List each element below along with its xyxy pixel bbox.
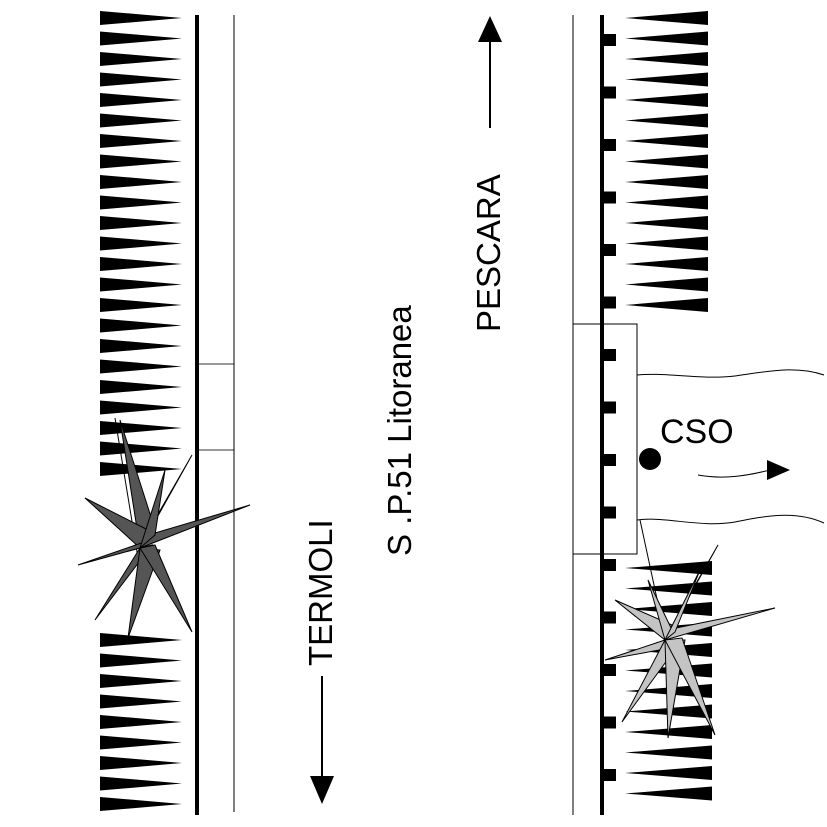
vegetation-spike — [100, 400, 182, 415]
flow-arrow-head — [767, 460, 790, 480]
fence-post — [600, 769, 616, 781]
pescara-arrow-head — [478, 16, 502, 42]
vegetation-spike — [625, 745, 712, 760]
vegetation-spike — [100, 380, 182, 394]
vegetation-spike — [100, 134, 182, 148]
vegetation-spike — [100, 195, 182, 210]
vegetation-spike — [625, 134, 708, 148]
vegetation-spike — [625, 277, 708, 292]
vegetation-spike — [100, 236, 182, 251]
vegetation-spike — [100, 694, 182, 709]
termoli-arrow-head — [310, 776, 334, 804]
road-name-label: S .P.51 Litoranea — [381, 305, 418, 556]
vegetation-spike — [100, 797, 182, 811]
left-vegetation-upper — [100, 11, 182, 476]
vegetation-spike — [625, 257, 708, 271]
fence-post — [600, 506, 616, 519]
left-vegetation-lower — [100, 633, 182, 811]
vegetation-spike — [100, 421, 182, 435]
vegetation-spike — [100, 776, 182, 791]
fence-post — [600, 349, 616, 361]
vegetation-spike — [100, 715, 182, 729]
vegetation-spike — [100, 441, 182, 456]
vegetation-spike — [625, 786, 712, 801]
vegetation-spike — [100, 175, 182, 189]
vegetation-spike — [100, 154, 182, 169]
vegetation-spike — [625, 561, 712, 575]
vegetation-spike — [100, 756, 182, 770]
fence-post — [600, 296, 616, 309]
vegetation-spike — [100, 216, 182, 230]
fence-post — [600, 611, 616, 624]
fence-post — [600, 34, 616, 46]
vegetation-spike — [100, 113, 182, 128]
termoli-label: TERMOLI — [302, 519, 339, 666]
fence-post — [600, 191, 616, 204]
vegetation-spike — [625, 298, 708, 312]
vegetation-spike — [100, 462, 182, 476]
vegetation-spike — [100, 633, 182, 647]
fence-post — [600, 716, 616, 729]
vegetation-spike — [100, 318, 182, 333]
vegetation-spike — [625, 236, 708, 251]
fence-post — [600, 86, 616, 99]
fence-posts — [600, 34, 616, 781]
vegetation-spike — [100, 11, 182, 25]
pescara-label: PESCARA — [470, 174, 507, 332]
fence-post — [600, 664, 616, 676]
plant-light — [604, 519, 776, 739]
vegetation-spike — [625, 113, 708, 128]
vegetation-spike — [625, 154, 708, 169]
channel-lower-border — [636, 514, 825, 525]
fence-post — [600, 244, 616, 256]
vegetation-spike — [625, 195, 708, 210]
channel-upper-border — [636, 369, 825, 378]
vegetation-spike — [100, 93, 182, 107]
cso-point — [639, 448, 661, 470]
left-shoulder-box — [196, 363, 235, 451]
vegetation-spike — [625, 52, 708, 66]
vegetation-spike — [100, 298, 182, 312]
vegetation-spike — [625, 216, 708, 230]
vegetation-spike — [625, 602, 712, 616]
fence-post — [600, 454, 616, 466]
vegetation-spike — [100, 359, 182, 374]
vegetation-spike — [625, 766, 712, 780]
outfall-structure-box — [572, 323, 638, 555]
vegetation-spike — [625, 581, 712, 596]
right-vegetation-upper — [625, 11, 708, 312]
vegetation-spike — [100, 257, 182, 271]
fence-post — [600, 139, 616, 151]
vegetation-spike — [625, 175, 708, 189]
vegetation-spike — [100, 72, 182, 87]
cso-label: CSO — [660, 413, 734, 451]
vegetation-spike — [625, 11, 708, 25]
vegetation-spike — [100, 674, 182, 688]
vegetation-spike — [100, 52, 182, 66]
vegetation-spike — [625, 72, 708, 87]
vegetation-spike — [100, 31, 182, 46]
vegetation-spike — [625, 93, 708, 107]
plant-dark — [77, 417, 251, 639]
fence-post — [600, 401, 616, 414]
flow-arrow-line — [697, 469, 771, 478]
vegetation-spike — [100, 735, 182, 750]
vegetation-spike — [100, 277, 182, 292]
vegetation-spike — [100, 653, 182, 668]
fence-post — [600, 559, 616, 571]
vegetation-spike — [100, 339, 182, 353]
vegetation-spike — [625, 31, 708, 46]
